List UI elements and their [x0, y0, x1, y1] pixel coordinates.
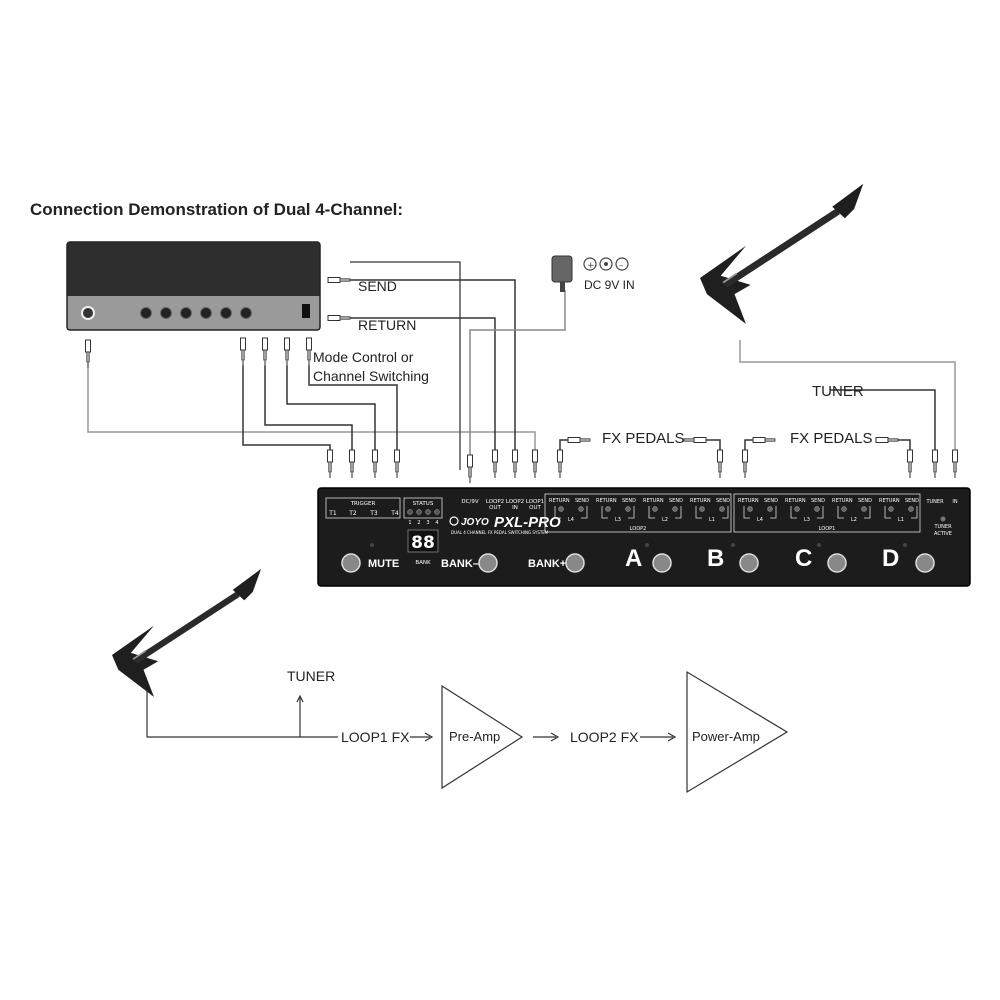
loop-return-label: RETURN: [832, 498, 853, 504]
bank-minus-label: BANK–: [441, 558, 479, 570]
return-send-labels: RETURN SEND RETURN SEND RETURN SEND RETURN S…: [549, 498, 919, 504]
loop1-out-label: LOOP1: [526, 499, 544, 505]
svg-text:+: +: [587, 261, 595, 271]
tuner-active-label-2: ACTIVE: [934, 531, 952, 537]
status-number-4: 4: [435, 520, 438, 526]
loop-return-label: RETURN: [738, 498, 759, 504]
power-label: DC 9V IN: [584, 278, 635, 292]
joyo-logo-icon: [449, 516, 459, 526]
loop2-in-label-2: IN: [512, 505, 518, 511]
loop-return-label: RETURN: [549, 498, 570, 504]
loop-return-label: RETURN: [643, 498, 664, 504]
preamp-triangle: [441, 684, 524, 790]
guitar-icon: [700, 184, 863, 324]
chain-tuner-label: TUNER: [287, 668, 335, 684]
loop-send-label: SEND: [669, 498, 683, 504]
amplifier: [66, 241, 321, 331]
mute-label: MUTE: [368, 558, 399, 570]
input-jack-icon: [81, 306, 95, 320]
chain-loop1-fx-label: LOOP1 FX: [341, 729, 410, 745]
trigger-label: TRIGGER: [350, 501, 376, 507]
loop-send-label: SEND: [858, 498, 872, 504]
model-name: PXL-PRO: [494, 514, 561, 531]
power-adapter-icon: + –: [551, 255, 629, 292]
brand-name: JOYO: [461, 517, 489, 528]
footswitch-icon: [341, 553, 935, 573]
tuner-active-led-icon: [940, 516, 946, 522]
signal-chain: TUNER LOOP1 FX Pre-Amp LOOP2 FX Power-Am…: [112, 569, 789, 794]
loop1-out-label-2: OUT: [529, 505, 541, 511]
loop-slot-label: L3: [615, 517, 621, 523]
tuner-label-top: TUNER: [812, 383, 864, 400]
channel-c-label: C: [795, 545, 812, 572]
loop-send-label: SEND: [764, 498, 778, 504]
loop-send-label: SEND: [905, 498, 919, 504]
return-label: RETURN: [358, 317, 416, 333]
fx-pedals-label-loop1: FX PEDALS: [790, 430, 873, 447]
trigger-port-t2: T2: [348, 510, 357, 517]
diagram-title: Connection Demonstration of Dual 4-Chann…: [30, 200, 403, 219]
loop-slot-label: L1: [709, 517, 715, 523]
loop2-in-label: LOOP2: [506, 499, 524, 505]
loop-return-label: RETURN: [785, 498, 806, 504]
status-led-icon: [407, 509, 440, 515]
device-subtitle: DUAL 4 CHANNEL FX PEDAL SWITCHING SYSTEM: [451, 530, 549, 535]
chain-loop2-fx-label: LOOP2 FX: [570, 729, 639, 745]
channel-switching-label: Channel Switching: [313, 368, 429, 384]
loop2-out-label: LOOP2: [486, 499, 504, 505]
fx-pedals-label-loop2: FX PEDALS: [602, 430, 685, 447]
bank-display-value: 88: [411, 533, 435, 553]
led-indicator-icon: [370, 543, 907, 547]
send-label: SEND: [358, 278, 397, 294]
bank-display: [407, 529, 439, 553]
loop1-group-label: LOOP1: [819, 526, 836, 532]
channel-b-label: B: [707, 545, 724, 572]
loop-slot-label: L2: [851, 517, 857, 523]
knob-icon: [140, 307, 252, 319]
status-number-3: 3: [426, 520, 429, 526]
svg-text:–: –: [619, 261, 624, 271]
dc-label: DC/9V: [461, 499, 478, 505]
loop2-out-label-2: OUT: [489, 505, 501, 511]
pxl-pro-switcher: TRIGGER STATUS T1 T2 T3 T4 1 2 3 4 DC/9V…: [317, 487, 971, 587]
loop-slot-label: L2: [662, 517, 668, 523]
guitar-icon-small: [112, 569, 261, 697]
trigger-port-t3: T3: [369, 510, 378, 517]
chain-poweramp-label: Power-Amp: [692, 729, 760, 744]
channel-d-label: D: [882, 545, 899, 572]
loop-slot-brackets: [554, 506, 918, 519]
trigger-port-t4: T4: [390, 510, 399, 517]
in-port-label: IN: [952, 499, 957, 505]
loop-slot-label: L4: [568, 517, 574, 523]
loop-slot-label: L1: [898, 517, 904, 523]
status-number-1: 1: [408, 520, 411, 526]
loop-return-label: RETURN: [690, 498, 711, 504]
poweramp-triangle: [686, 670, 789, 794]
status-label: STATUS: [413, 501, 434, 507]
trigger-port-t1: T1: [328, 510, 337, 517]
tuner-active-label: TUNER: [933, 524, 952, 530]
bank-label: BANK: [415, 560, 431, 566]
bank-plus-label: BANK+: [528, 558, 566, 570]
loop-send-label: SEND: [716, 498, 730, 504]
channel-a-label: A: [625, 545, 642, 572]
chain-preamp-label: Pre-Amp: [449, 729, 500, 744]
tuner-port-label: TUNER: [925, 499, 944, 505]
mode-control-label: Mode Control or: [313, 349, 414, 365]
loop-return-label: RETURN: [879, 498, 900, 504]
loop2-group-label: LOOP2: [630, 526, 647, 532]
loop-slot-label: L4: [757, 517, 763, 523]
loop-return-label: RETURN: [596, 498, 617, 504]
loop-send-label: SEND: [622, 498, 636, 504]
loop-send-label: SEND: [575, 498, 589, 504]
loop-jack-icon: [558, 506, 914, 512]
loop-send-label: SEND: [811, 498, 825, 504]
loop-slot-label: L3: [804, 517, 810, 523]
power-switch-icon: [302, 304, 310, 318]
status-number-2: 2: [417, 520, 420, 526]
